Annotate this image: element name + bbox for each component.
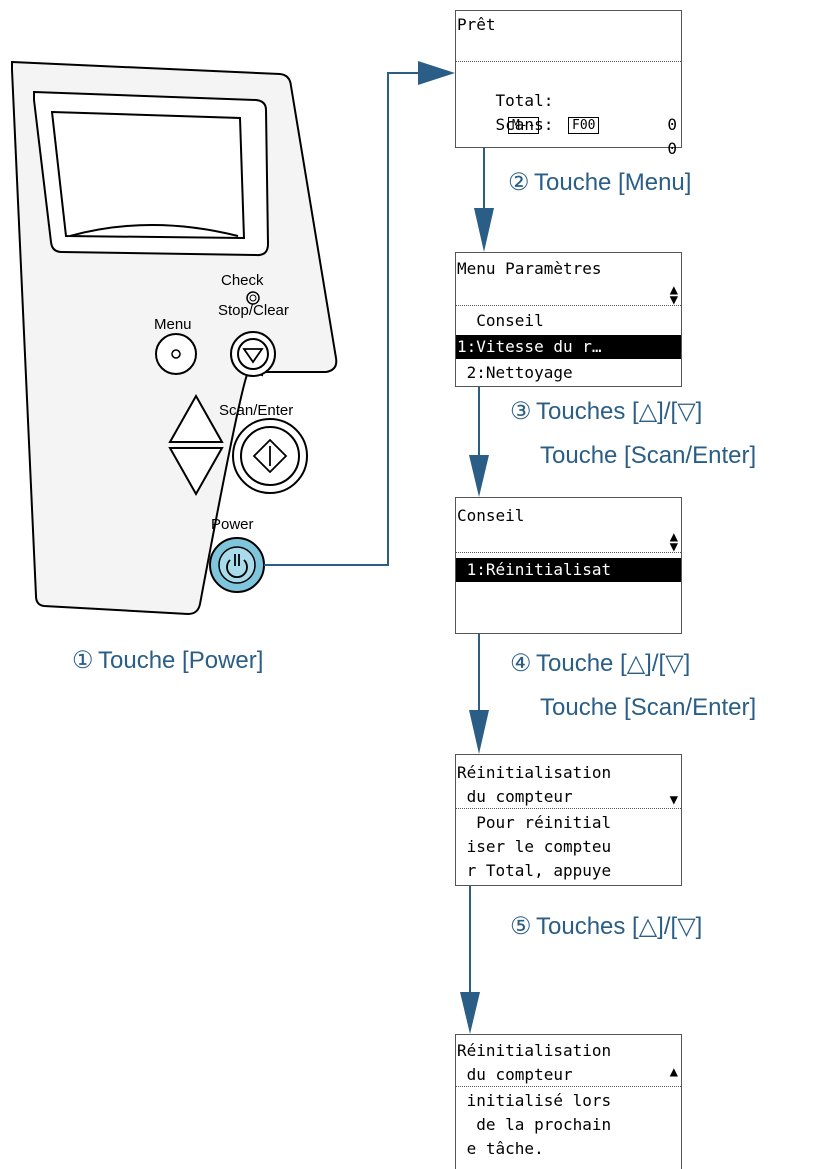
lcd-ready-title: Prêt (457, 15, 496, 34)
stop-clear-button[interactable] (230, 331, 276, 377)
step4-number: ④ (510, 650, 532, 677)
lcd-total-label: Total: (495, 91, 554, 110)
lcd-reset-line5: r Total, appuye (457, 861, 612, 880)
power-label: Power (211, 516, 254, 533)
lcd-done-line1: Réinitialisation (457, 1041, 612, 1060)
lcd-reset-screen: Réinitialisation du compteur ▼ Pour réin… (455, 754, 682, 886)
step5-text: Touches [△]/[▽] (536, 913, 703, 940)
menu-label: Menu (154, 316, 192, 333)
up-down-arrows-icon: ▲▼ (669, 529, 678, 555)
lcd-menu-item-conseil: Conseil (457, 311, 544, 330)
step3-caption-line2: Touche [Scan/Enter] (540, 442, 757, 469)
lcd-reset-line2: du compteur (457, 787, 573, 806)
lcd-reset-done-screen: Réinitialisation du compteur ▲ initialis… (455, 1034, 682, 1169)
lcd-feed-badge: F00 (568, 117, 600, 134)
lcd-ready-screen: Prêt Total: 0 Scans: 0 M-- F00 (455, 10, 682, 158)
lcd-menu-item-cleaning: 2:Nettoyage (457, 363, 573, 382)
scan-enter-label: Scan/Enter (219, 402, 294, 419)
panel-display (50, 110, 246, 240)
step3-number: ③ (510, 398, 532, 425)
step4-text: Touche [△]/[▽] (536, 650, 691, 677)
stop-clear-label: Stop/Clear (218, 302, 289, 319)
lcd-scans-value: 0 (667, 139, 677, 158)
lcd-reset-line4: iser le compteu (457, 837, 612, 856)
connector-step3 (469, 387, 489, 497)
lcd-done-line4: de la prochain (457, 1115, 612, 1134)
connector-step4 (469, 634, 489, 754)
lcd-conseil-screen: Conseil ▲▼ 1:Réinitialisat (455, 497, 682, 634)
step1-number: ① (72, 647, 94, 674)
lcd-menu-item-speed: 1:Vitesse du r… (456, 335, 681, 359)
lcd-done-line3: initialisé lors (457, 1091, 612, 1110)
step1-text: Touche [Power] (98, 647, 264, 674)
lcd-mode-badge: M-- (508, 117, 540, 134)
lcd-total-value: 0 (667, 115, 677, 134)
check-label: Check (221, 272, 264, 289)
lcd-scans-row: Scans: 0 (456, 89, 681, 158)
step2-number: ② (508, 169, 530, 196)
step4-caption-line2: Touche [Scan/Enter] (540, 694, 757, 721)
lcd-menu-title: Menu Paramètres (457, 259, 602, 278)
power-button[interactable] (209, 537, 265, 593)
connector-step5 (460, 886, 480, 1034)
up-arrow-icon: ▲ (669, 1064, 678, 1080)
lcd-reset-line3: Pour réinitial (457, 813, 612, 832)
check-led (246, 291, 260, 305)
lcd-conseil-item-reset: 1:Réinitialisat (456, 558, 681, 582)
scan-enter-button[interactable] (232, 418, 308, 494)
down-arrow-icon: ▼ (669, 792, 678, 808)
step5-number: ⑤ (510, 913, 532, 940)
menu-button[interactable] (155, 333, 197, 375)
step3-text: Touches [△]/[▽] (536, 398, 703, 425)
operator-panel (11, 60, 338, 616)
lcd-done-line2: du compteur (457, 1065, 573, 1084)
step2-text: Touche [Menu] (534, 169, 692, 196)
up-down-arrows-icon: ▲▼ (669, 282, 678, 308)
lcd-conseil-title: Conseil (457, 506, 525, 525)
power-icon (226, 554, 248, 579)
lcd-total-row: Total: 0 (456, 65, 681, 134)
up-arrow-button[interactable] (168, 393, 224, 443)
lcd-menu-screen: Menu Paramètres ▲▼ Conseil 1:Vitesse du … (455, 252, 682, 387)
connector-step2 (474, 148, 494, 252)
down-arrow-button[interactable] (168, 447, 224, 497)
lcd-reset-line1: Réinitialisation (457, 763, 612, 782)
lcd-done-line5: e tâche. (457, 1139, 544, 1158)
